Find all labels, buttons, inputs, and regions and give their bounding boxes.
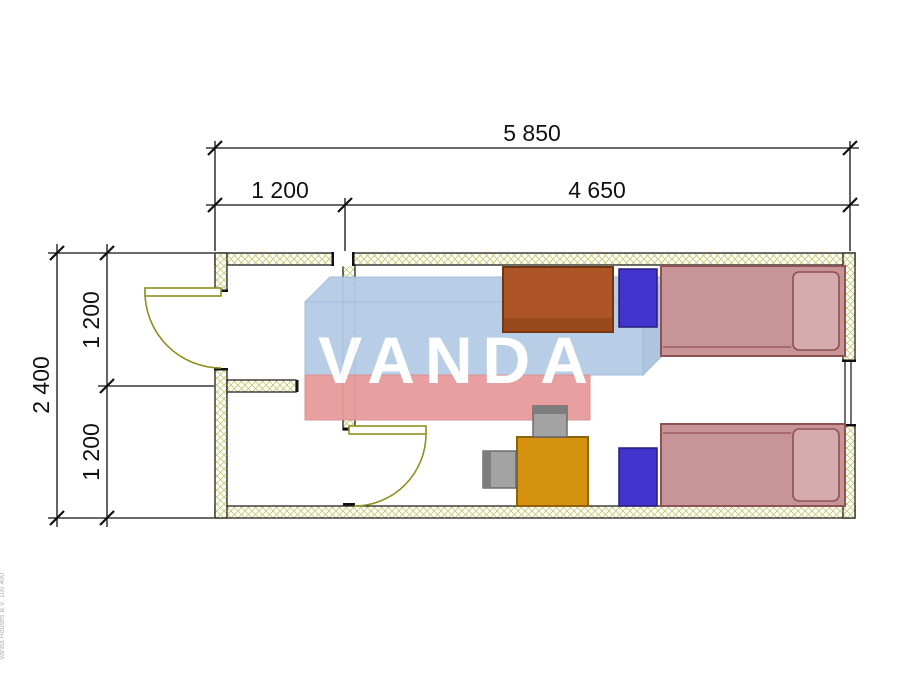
nightstand-bottom [618,447,658,507]
furniture [482,265,846,507]
west-door-opening [213,292,229,368]
entry-door-leaf [144,287,222,297]
dim-label-total-width: 5 850 [503,120,561,146]
dim-tick [842,140,858,156]
north-wall-gap [333,251,353,267]
dim-label-total-depth: 2 400 [28,356,54,414]
jamb-mark [331,252,334,266]
dim-label-left-section: 1 200 [251,177,309,203]
dining-table [516,436,589,507]
chair-left-backrest [483,451,491,488]
drawing-credit-note: Vanda Houses B.V. 100 400 [0,572,6,660]
watermark-red-block [304,374,591,421]
doors [144,287,427,507]
jamb-mark [214,368,228,371]
pillow-bottom [792,428,840,502]
watermark-text: VANDA [318,323,598,397]
wardrobe-front-strip [503,318,613,332]
wall-south [214,505,856,519]
dim-tick [842,197,858,213]
interior-door-swing-arc [353,433,427,507]
dimension-ticks [49,140,858,526]
dim-tick [207,197,223,213]
dim-tick [49,245,65,261]
dimension-labels: 5 850 1 200 4 650 2 400 1 200 1 200 [28,120,626,481]
east-window-opening [841,362,857,424]
jamb-mark [296,380,299,392]
jamb-mark [343,503,355,506]
interior-door-leaf [348,425,427,435]
pillow-top [792,271,840,351]
dim-tick [207,140,223,156]
dim-label-right-section: 4 650 [568,177,626,203]
nightstand-top [618,268,658,328]
dim-tick [99,510,115,526]
entry-door-swing-arc [144,291,222,369]
jamb-mark [842,359,856,362]
chair-top-backrest [533,406,567,414]
dim-label-top-depth: 1 200 [78,291,104,349]
wall-north [214,252,856,266]
dim-tick [99,245,115,261]
dim-tick [337,197,353,213]
dim-tick [99,378,115,394]
partition-wall [226,379,297,393]
dimension-lines [48,141,859,527]
east-window [844,362,852,424]
dim-label-bottom-depth: 1 200 [78,423,104,481]
jamb-mark [352,252,355,266]
dim-tick [49,510,65,526]
jamb-mark [842,424,856,427]
